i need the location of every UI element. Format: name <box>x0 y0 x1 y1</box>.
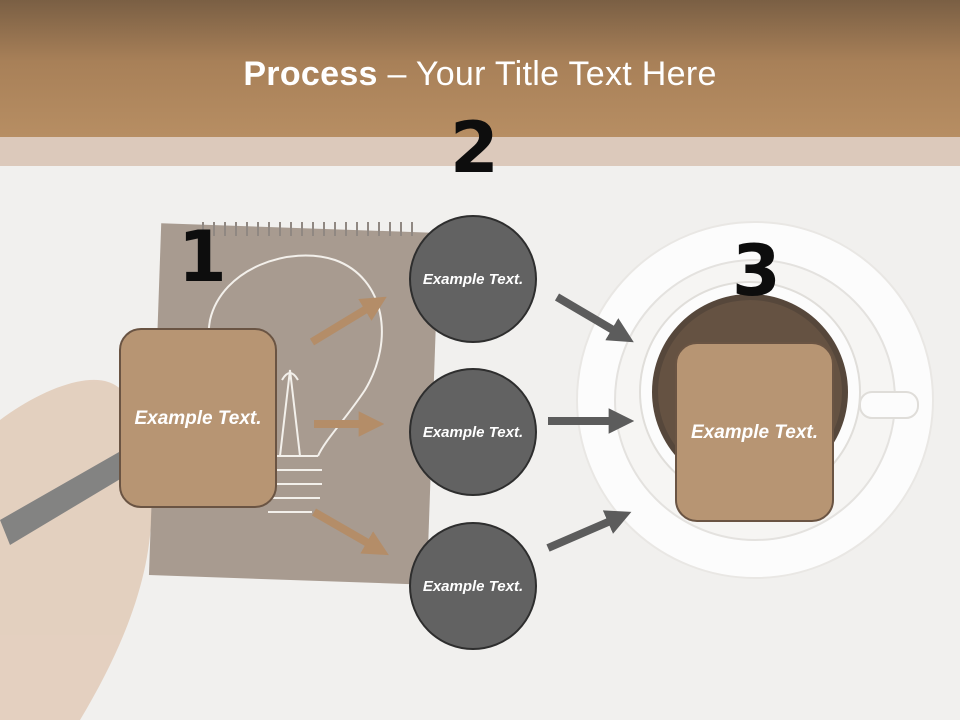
arrow-circle-1-to-right <box>554 293 634 343</box>
step-number-1: 1 <box>178 216 227 298</box>
circle-3-text: Example Text. <box>422 577 524 595</box>
title-rest: – Your Title Text Here <box>377 55 717 93</box>
arrow-left-to-circle-3 <box>312 508 389 556</box>
header-band <box>0 0 960 137</box>
step-number-2: 2 <box>450 107 499 189</box>
right-text-box: Example Text. <box>675 342 834 522</box>
right-box-text: Example Text. <box>690 421 819 443</box>
arrow-circle-3-to-right <box>546 510 632 552</box>
circle-step-2: Example Text. <box>409 368 537 496</box>
circle-step-1: Example Text. <box>409 215 537 343</box>
arrow-left-to-circle-1 <box>309 296 387 346</box>
step-number-3: 3 <box>732 230 781 312</box>
hand-illustration <box>0 379 152 720</box>
slide-title: Process – Your Title Text Here <box>0 52 960 96</box>
circle-step-3: Example Text. <box>409 522 537 650</box>
circle-2-text: Example Text. <box>422 423 524 441</box>
left-box-text: Example Text. <box>134 407 262 429</box>
circle-1-text: Example Text. <box>422 270 524 288</box>
title-strong: Process <box>243 55 378 93</box>
left-text-box: Example Text. <box>119 328 277 508</box>
header-subband <box>0 137 960 166</box>
